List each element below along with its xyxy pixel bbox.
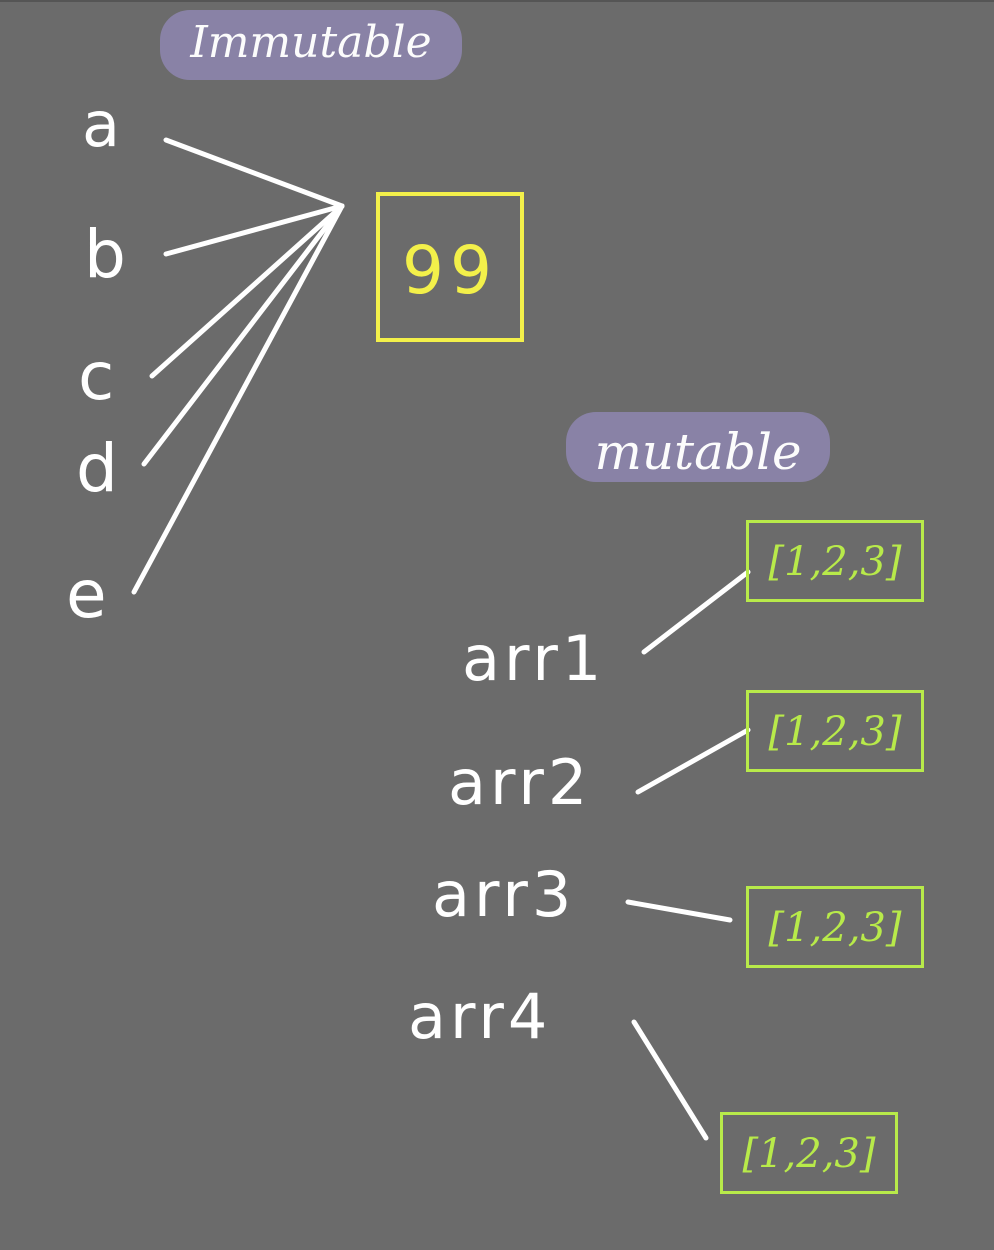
connector-e: [131, 203, 345, 595]
var-arr2: arr2: [448, 746, 592, 819]
array-box-4: [1,2,3]: [720, 1112, 898, 1194]
array-box-1: [1,2,3]: [746, 520, 924, 602]
var-b: b: [84, 216, 130, 293]
connector-b: [163, 203, 345, 257]
var-e: e: [66, 556, 111, 633]
connector-a: [163, 137, 345, 209]
connector-arr3: [625, 899, 733, 923]
connector-arr2: [635, 727, 751, 795]
var-arr3: arr3: [432, 858, 576, 931]
var-c: c: [78, 338, 119, 415]
var-d: d: [76, 430, 122, 507]
immutable-value-box: 99: [376, 192, 524, 342]
array-box-2: [1,2,3]: [746, 690, 924, 772]
connector-arr4: [631, 1019, 709, 1141]
var-a: a: [82, 88, 124, 161]
mutable-label: mutable: [566, 412, 830, 482]
var-arr4: arr4: [408, 980, 552, 1053]
immutable-label: Immutable: [160, 10, 462, 80]
connector-arr1: [641, 569, 751, 655]
connector-d: [141, 203, 345, 467]
connector-c: [149, 203, 345, 379]
var-arr1: arr1: [462, 622, 606, 695]
array-box-3: [1,2,3]: [746, 886, 924, 968]
